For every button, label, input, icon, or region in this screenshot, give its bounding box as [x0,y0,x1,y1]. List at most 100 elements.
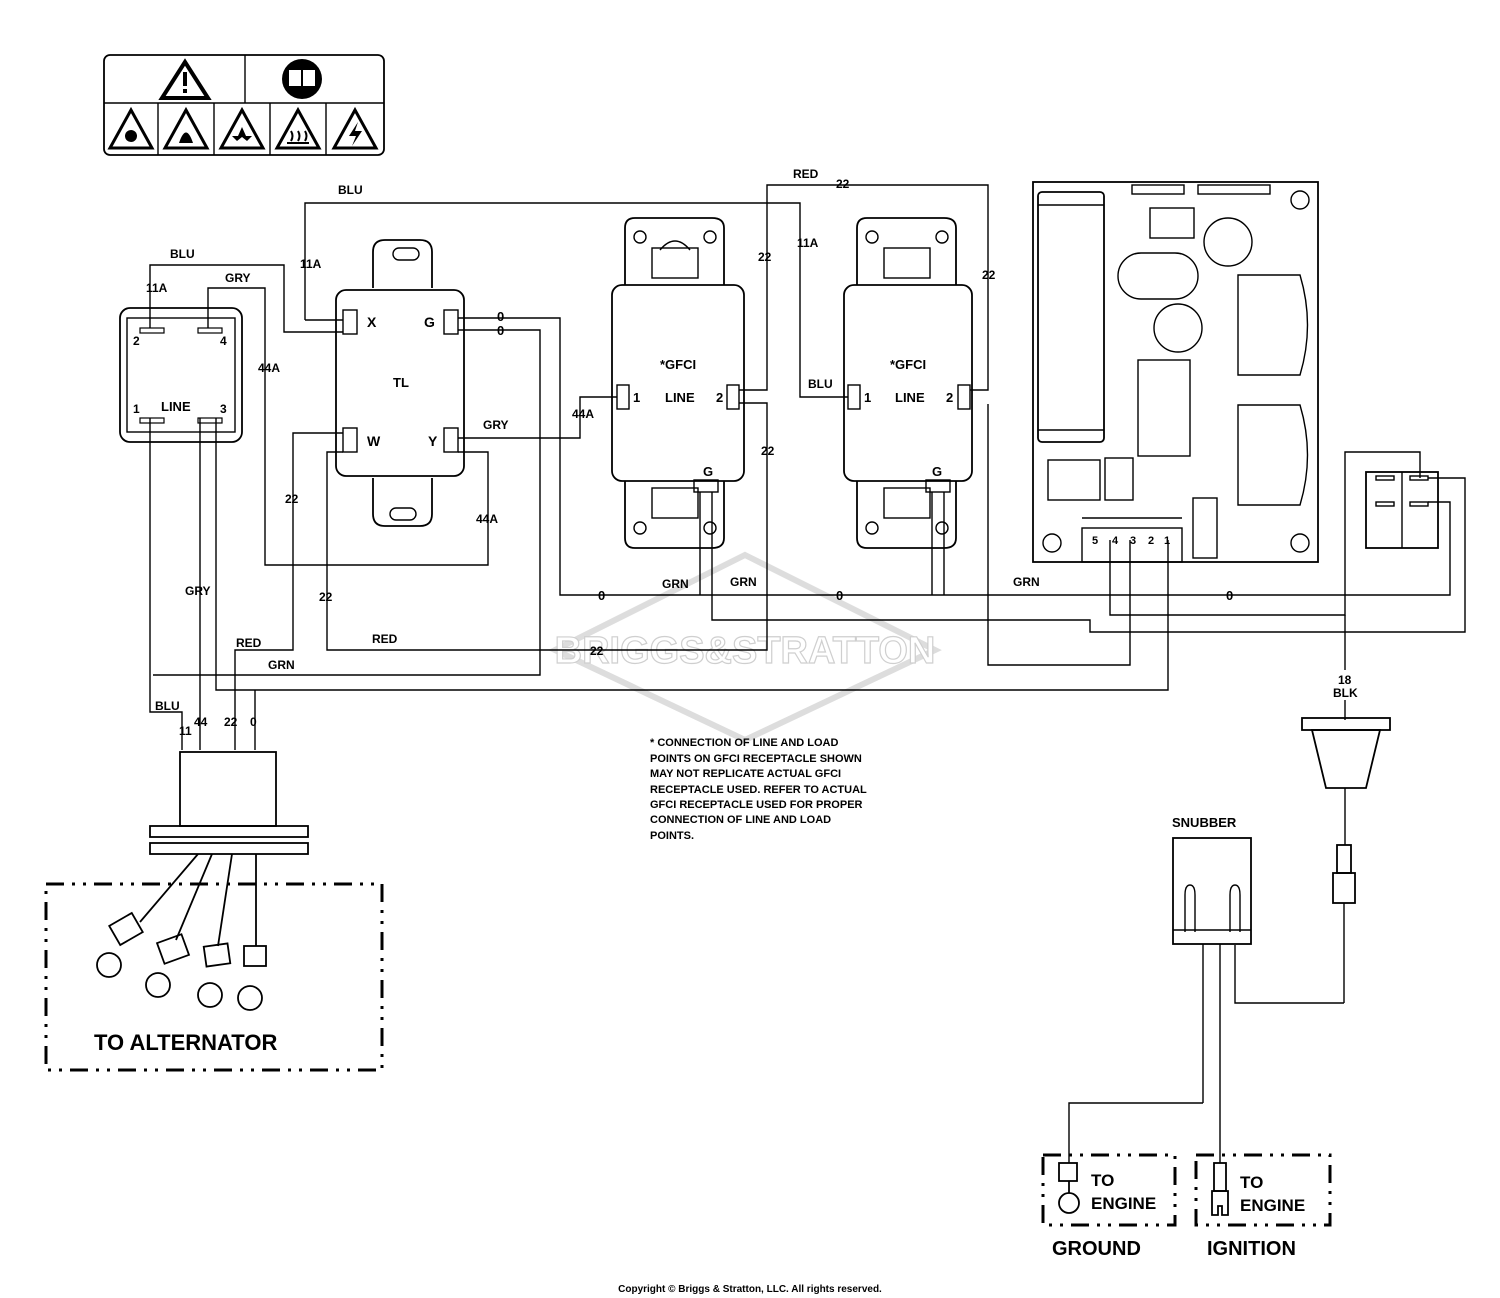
hot-surface-icon [274,106,322,150]
wire-label-blu-top: BLU [338,183,363,197]
gfci-left-line-label: LINE [665,390,695,405]
wire-label-gry-tl: GRY [483,418,509,432]
gfci-receptacle-left: *GFCI LINE 1 2 G [611,217,745,549]
note-line-1: * CONNECTION OF LINE AND LOAD [650,737,838,749]
line-block-label: LINE [161,399,191,414]
alternator-label: TO ALTERNATOR [94,1030,277,1055]
wire-label-grn-left: GRN [268,658,295,672]
tl-terminal-block: X G W Y TL [335,239,465,527]
note-line-7: POINTS. [650,830,694,842]
wire-label-blu-gfci2: BLU [808,377,833,391]
ground-engine-label: ENGINE [1091,1194,1156,1213]
gfci-right-terminal-2: 2 [946,390,953,405]
wire-label-0-bus2: 0 [836,588,843,603]
board-pin-4: 4 [1112,535,1119,547]
wire-label-0-bus3: 0 [1226,588,1233,603]
snubber-label: SNUBBER [1172,815,1237,830]
gfci-left-title: *GFCI [660,357,696,372]
ignition-terminal: TO ENGINE IGNITION [1194,1153,1332,1260]
gfci-left-terminal-g: G [703,464,713,479]
gfci-right-terminal-g: G [932,464,942,479]
wire-label-18: 18 [1338,673,1352,687]
ground-to-label: TO [1091,1171,1114,1190]
wire-label-gry-line: GRY [225,271,251,285]
wire-label-11a-gfci2: 11A [797,236,819,250]
watermark-text: BRIGGS&STRATTON [555,630,936,672]
wire-label-0-bus1: 0 [598,588,605,603]
tl-terminal-w: W [367,433,381,449]
line-terminal-block: 2 4 1 3 LINE [119,307,243,443]
wire-label-11a-line: 11A [146,281,168,295]
copyright-text: Copyright © Briggs & Stratton, LLC. All … [618,1284,882,1295]
wire-label-22-gfci2: 22 [982,268,996,282]
watermark: BRIGGS&STRATTON [548,551,942,744]
note-line-4: RECEPTACLE USED. REFER TO ACTUAL [650,784,867,796]
gfci-receptacle-right: *GFCI LINE 1 2 G [843,217,973,549]
ignition-to-label: TO [1240,1173,1263,1192]
gfci-left-terminal-2: 2 [716,390,723,405]
line-terminal-2: 2 [133,334,140,348]
connector-wire-11: 11 [179,724,192,738]
switch-block [1365,471,1439,549]
gfci-left-terminal-1: 1 [633,390,640,405]
wire-label-44a-line: 44A [258,361,280,375]
note-line-6: CONNECTION OF LINE AND LOAD [650,814,831,826]
safety-label [103,54,385,156]
wire-label-0b: 0 [497,323,504,338]
tl-terminal-y: Y [428,433,438,449]
snubber: SNUBBER [1068,815,1252,1163]
alternator-connector: BLU 11 44 22 0 [96,699,309,1011]
fire-hazard-icon [162,106,210,150]
spark-plug-boot [1234,717,1391,1004]
wire-label-grn-bus1: GRN [662,577,689,591]
electric-shock-icon [331,106,379,150]
connector-wire-0: 0 [250,715,257,729]
gfci-right-title: *GFCI [890,357,926,372]
wire-label-red-top: RED [793,167,819,181]
line-terminal-1: 1 [133,402,140,416]
wire-label-0a: 0 [497,309,504,324]
wire-label-gry-lower: GRY [185,584,211,598]
ignition-label: IGNITION [1207,1238,1296,1260]
control-board: 5 4 3 2 1 [1032,181,1319,563]
tl-terminal-x: X [367,314,377,330]
blast-hazard-icon [218,106,266,150]
wire-label-22-tl2: 22 [319,590,333,604]
ground-terminal: TO ENGINE GROUND [1041,1153,1177,1260]
connector-wire-blu: BLU [155,699,180,713]
connector-wire-22: 22 [224,715,238,729]
wire-label-11a-tl: 11A [300,257,322,271]
wire-label-grn-bus3: GRN [1013,575,1040,589]
wire-label-44a-gfci: 44A [572,407,594,421]
wire-label-red-left: RED [236,636,262,650]
alternator-dashed-box [44,882,384,1072]
warning-triangle-icon [158,58,212,100]
line-terminal-3: 3 [220,402,227,416]
ground-label: GROUND [1052,1238,1141,1260]
board-pin-1: 1 [1164,535,1170,547]
connector-wire-44: 44 [194,715,208,729]
board-pin-2: 2 [1148,535,1154,547]
wire-label-44a-tl: 44A [476,512,498,526]
ignition-engine-label: ENGINE [1240,1196,1305,1215]
tl-block-label: TL [393,375,409,390]
line-terminal-4: 4 [220,334,227,348]
gfci-note: * CONNECTION OF LINE AND LOAD POINTS ON … [650,737,867,842]
note-line-3: MAY NOT REPLICATE ACTUAL GFCI [650,768,841,780]
explosion-hazard-icon [107,106,155,150]
gfci-right-terminal-1: 1 [864,390,871,405]
board-pin-3: 3 [1130,535,1136,547]
wire-label-22-gfci1: 22 [758,250,772,264]
wire-label-grn-bus2: GRN [730,575,757,589]
wire-label-blu-line: BLU [170,247,195,261]
wires [149,184,1466,750]
wire-label-red-mid: RED [372,632,398,646]
wire-label-22-tl: 22 [285,492,299,506]
note-line-5: GFCI RECEPTACLE USED FOR PROPER [650,799,863,811]
wire-label-22-bus: 22 [590,644,604,658]
gfci-right-line-label: LINE [895,390,925,405]
wire-label-blk: BLK [1333,686,1358,700]
wire-label-22-gfci1-right: 22 [761,444,775,458]
read-manual-icon [282,59,322,99]
